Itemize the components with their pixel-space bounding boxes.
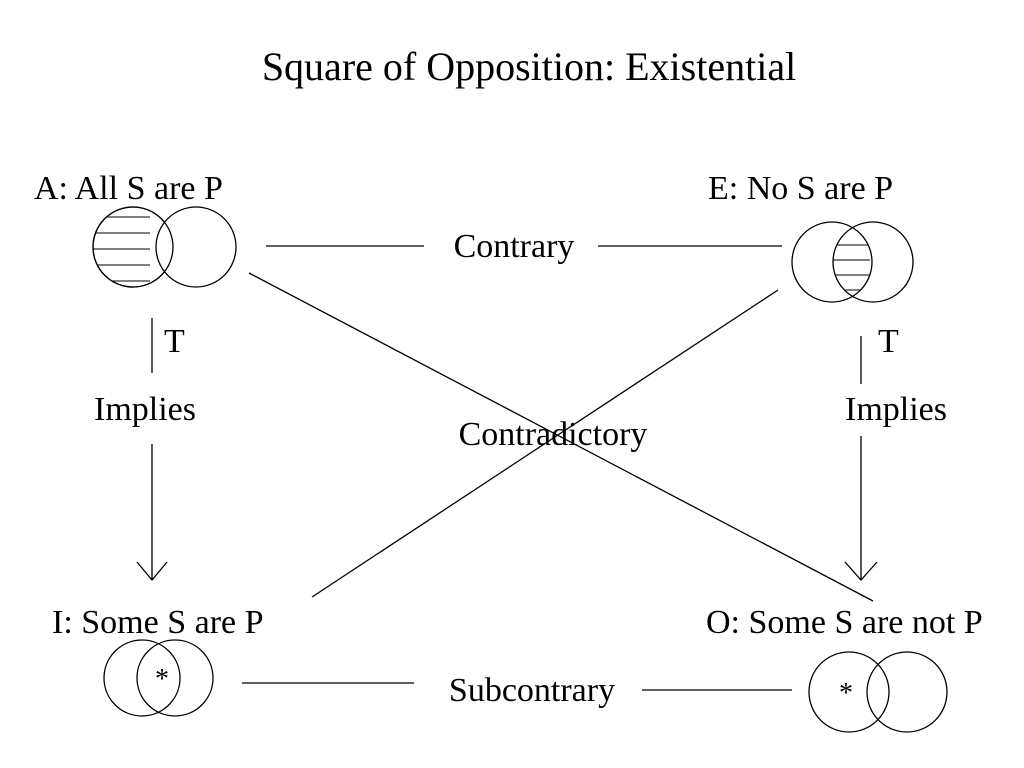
corner-label-o: O: Some S are not P [706, 604, 983, 641]
venn-diagram-i: * [103, 639, 214, 717]
contradictory-line-e-to-i [311, 289, 779, 598]
venn-o-circle-p [866, 651, 948, 733]
implies-arrowhead-right [844, 561, 878, 581]
implies-arrowhead-left [136, 561, 168, 582]
venn-diagram-o: * [808, 651, 948, 733]
venn-e-circle-s [791, 221, 873, 303]
corner-label-i: I: Some S are P [52, 604, 264, 641]
truth-label-left: T [164, 323, 185, 360]
venn-o-circle-s [808, 651, 890, 733]
diagram-title: Square of Opposition: Existential [262, 44, 796, 89]
implies-label-left: Implies [94, 391, 196, 428]
venn-diagram-e [791, 221, 914, 303]
venn-diagram-a [92, 206, 237, 288]
venn-i-circle-s [103, 639, 181, 717]
corner-label-a: A: All S are P [34, 170, 223, 207]
corner-label-e: E: No S are P [708, 170, 893, 207]
venn-a-circle-p [155, 206, 237, 288]
truth-label-right: T [878, 323, 899, 360]
subcontrary-label: Subcontrary [449, 672, 615, 709]
contrary-label: Contrary [454, 228, 575, 265]
venn-i-existence-mark: * [155, 664, 169, 695]
venn-e-circle-p [832, 221, 914, 303]
contradictory-label: Contradictory [459, 416, 648, 453]
venn-i-circle-p [136, 639, 214, 717]
implies-label-right: Implies [845, 391, 947, 428]
venn-o-existence-mark: * [839, 678, 853, 709]
contradictory-line-a-to-o [248, 272, 874, 602]
